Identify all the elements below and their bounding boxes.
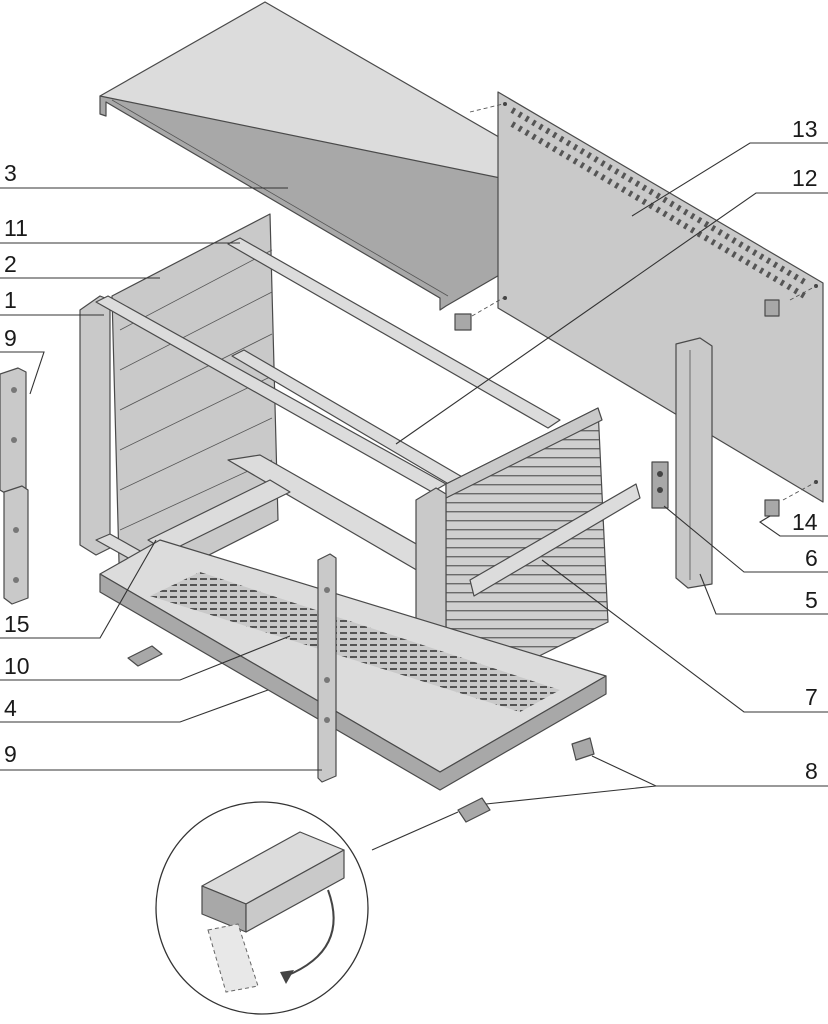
- callout-9-top: 9: [4, 325, 17, 351]
- callout-12: 12: [792, 165, 818, 191]
- guide-rail-part-7: [469, 483, 641, 597]
- clip-part-8: [127, 645, 595, 823]
- callout-labels: 3 11 2 1 9 15 10 4 9 13 12 14 6 5 7 8: [4, 116, 818, 784]
- leader-lines: [0, 142, 828, 805]
- detail-zoom-circle: [155, 801, 459, 1015]
- rear-panel-part: [469, 91, 824, 503]
- callout-5: 5: [805, 587, 818, 613]
- bottom-cover-part: [99, 539, 607, 791]
- callout-3: 3: [4, 160, 17, 186]
- callout-4: 4: [4, 695, 17, 721]
- callout-6: 6: [805, 545, 818, 571]
- callout-10: 10: [4, 653, 30, 679]
- callout-1: 1: [4, 287, 17, 313]
- vertical-rail-part-5: [675, 337, 713, 589]
- callout-8: 8: [805, 758, 818, 784]
- callout-11: 11: [4, 215, 28, 241]
- callout-14: 14: [792, 509, 818, 535]
- front-bracket-part-9-bottom: [317, 553, 337, 783]
- callout-9-bottom: 9: [4, 741, 17, 767]
- callout-7: 7: [805, 684, 818, 710]
- top-cover-part: [99, 1, 609, 311]
- small-plate-part-6: [651, 461, 669, 509]
- callout-13: 13: [792, 116, 818, 142]
- rear-panel-vent-slots: [510, 107, 810, 301]
- clip-part-14: [454, 299, 780, 517]
- callout-15: 15: [4, 611, 30, 637]
- front-bracket-part-9-left: [0, 367, 29, 605]
- callout-2: 2: [4, 251, 17, 277]
